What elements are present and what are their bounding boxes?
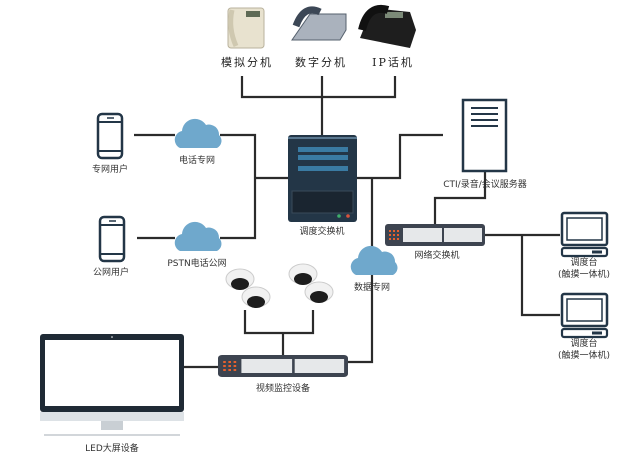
console-1-icon xyxy=(560,211,609,258)
console-1-subtitle: (触摸一体机) xyxy=(558,268,610,280)
public-user-phone-icon xyxy=(98,215,126,263)
led-screen-label: LED大屏设备 xyxy=(85,442,139,454)
digital-phone-label: 数字分机 xyxy=(295,55,347,69)
cti-server-label: CTI/录音/会议服务器 xyxy=(443,178,527,190)
console-2-subtitle: (触摸一体机) xyxy=(558,349,610,361)
console-2-title: 调度台 xyxy=(570,337,597,349)
dispatch-switch-icon xyxy=(288,135,357,222)
connection-lines xyxy=(134,76,560,369)
ip-phone-icon xyxy=(358,5,416,48)
camera-icon xyxy=(288,263,318,286)
private-user-phone-icon xyxy=(96,112,124,160)
network-switch-label: 网络交换机 xyxy=(414,249,459,261)
video-monitor-switch-icon xyxy=(218,355,348,377)
phone-private-net-cloud-icon xyxy=(174,118,222,148)
data-net-label: 数据专网 xyxy=(354,281,390,293)
public-user-label: 公网用户 xyxy=(93,266,129,278)
camera-icon xyxy=(241,286,271,309)
camera-icon xyxy=(225,268,255,291)
camera-icon xyxy=(304,281,334,304)
network-switch-icon xyxy=(385,224,485,246)
console-2-icon xyxy=(560,292,609,339)
console-1-title: 调度台 xyxy=(570,256,597,268)
led-screen-icon xyxy=(40,334,184,436)
analog-phone-label: 模拟分机 xyxy=(221,55,273,69)
phone-private-net-label: 电话专网 xyxy=(179,154,215,166)
private-user-label: 专网用户 xyxy=(92,163,128,175)
cti-server-icon xyxy=(461,98,508,173)
pstn-cloud-icon xyxy=(174,221,222,251)
data-net-cloud-icon xyxy=(350,245,398,275)
dispatch-switch-label: 调度交换机 xyxy=(299,225,344,237)
pstn-label: PSTN电话公网 xyxy=(167,257,226,269)
video-monitor-label: 视频监控设备 xyxy=(256,382,310,394)
analog-phone-icon xyxy=(227,7,265,49)
digital-phone-icon xyxy=(291,6,347,41)
ip-phone-label: IP话机 xyxy=(372,55,414,69)
